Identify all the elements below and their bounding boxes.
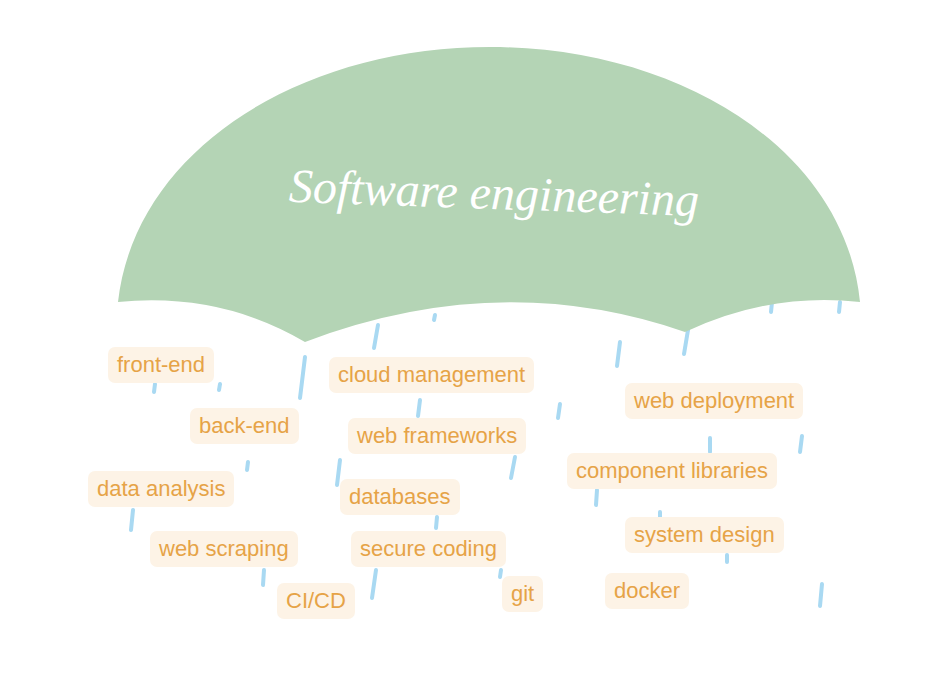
skill-tag: web deployment [625,383,803,419]
skill-label: web frameworks [357,422,517,450]
skill-tag: web scraping [150,531,298,567]
skill-tag: cloud management [329,357,534,393]
skill-label: front-end [117,351,205,379]
skill-tag: data analysis [88,471,234,507]
skill-label: data analysis [97,475,225,503]
skill-label: web deployment [634,387,794,415]
skill-label: git [511,580,534,608]
umbrella-canopy [118,47,860,342]
skill-label: CI/CD [286,587,346,615]
skill-label: databases [349,483,451,511]
skill-tag: secure coding [351,531,506,567]
skill-tag: git [502,576,543,612]
skill-label: secure coding [360,535,497,563]
skill-tag: databases [340,479,460,515]
skill-label: back-end [199,412,290,440]
skill-tag: CI/CD [277,583,355,619]
skill-label: cloud management [338,361,525,389]
skill-label: docker [614,577,680,605]
skill-tag: web frameworks [348,418,526,454]
raindrops [131,302,840,606]
skill-tag: back-end [190,408,299,444]
skill-tag: front-end [108,347,214,383]
skill-label: component libraries [576,457,768,485]
skill-label: web scraping [159,535,289,563]
skill-label: system design [634,521,775,549]
skill-tag: system design [625,517,784,553]
skill-tag: component libraries [567,453,777,489]
skill-tag: docker [605,573,689,609]
